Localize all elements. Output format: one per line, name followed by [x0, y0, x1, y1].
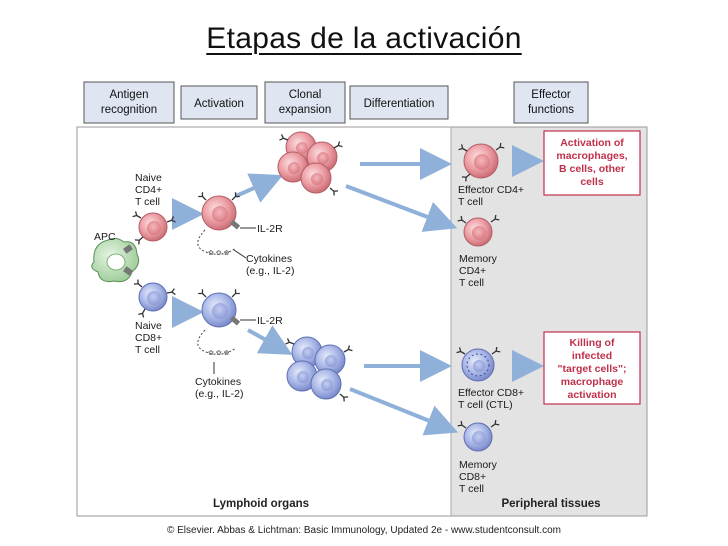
naive-cd4-label: CD4+: [135, 184, 162, 196]
memory-cd8-label: T cell: [459, 483, 484, 495]
effector-function-line: Activation of: [560, 137, 624, 149]
stage-header-effector-functions: Effector functions: [513, 81, 589, 124]
effector-function-line: Killing of: [570, 337, 615, 349]
il2r-top-label: IL-2R: [257, 223, 283, 235]
effector-function-line: activation: [567, 389, 616, 401]
effector-function-box-cd8: Killing of infected "target cells"; macr…: [543, 331, 641, 405]
naive-cd8-t-cell: Naive CD8+ T cell: [133, 278, 177, 356]
memory-cd8-label: CD8+: [459, 471, 486, 483]
naive-cd4-label: T cell: [135, 196, 160, 208]
arrow-activation-to-cd4-expansion: [235, 173, 283, 203]
memory-cd8-t-cell: Memory CD8+ T cell: [457, 419, 500, 495]
memory-cd4-label: Memory: [459, 253, 498, 265]
activated-cd4-t-cell: IL-2R ✿ ✿ ✿ Cytokines (e.g., IL-2): [197, 191, 294, 277]
effector-cd8-label: T cell (CTL): [458, 399, 513, 411]
cytokines-top-label: Cytokines: [246, 253, 292, 265]
lymphoid-organs-label: Lymphoid organs: [213, 498, 309, 510]
stage-header-activation: Activation: [180, 85, 258, 120]
stage-label-line: Clonal: [289, 89, 322, 101]
arrow-cd4-to-memory: [345, 184, 458, 232]
stage-header-antigen-recognition: Antigen recognition: [83, 81, 175, 124]
effector-function-box-cd4: Activation of macrophages, B cells, othe…: [543, 130, 641, 196]
il2r-bottom-label: IL-2R: [257, 315, 283, 327]
cytokines-bottom-label: Cytokines: [195, 376, 241, 388]
effector-function-line: macrophage: [561, 376, 624, 388]
cytokines-bottom-label: (e.g., IL-2): [195, 388, 243, 400]
svg-text:✿ ✿ ✿: ✿ ✿ ✿: [208, 250, 230, 257]
effector-function-line: macrophages,: [556, 150, 627, 162]
memory-cd4-label: CD4+: [459, 265, 486, 277]
stage-label-line: Activation: [194, 98, 244, 110]
copyright-credit: © Elsevier. Abbas & Lichtman: Basic Immu…: [167, 525, 561, 536]
activated-cd8-t-cell: IL-2R ✿ ✿ ✿ Cytokines (e.g., IL-2): [195, 288, 283, 400]
effector-cd8-label: Effector CD8+: [458, 387, 524, 399]
memory-cd4-label: T cell: [459, 277, 484, 289]
effector-cd8-t-cell: Effector CD8+ T cell (CTL): [455, 346, 524, 411]
effector-function-line: cells: [580, 176, 604, 188]
effector-cd4-label: T cell: [458, 196, 483, 208]
stage-header-differentiation: Differentiation: [349, 85, 449, 120]
stage-label-line: Differentiation: [364, 98, 435, 110]
naive-cd4-t-cell: Naive CD4+ T cell: [131, 172, 177, 246]
effector-cd4-label: Effector CD4+: [458, 184, 524, 196]
stage-label-line: Effector: [531, 89, 571, 101]
stage-label-line: functions: [528, 104, 574, 116]
naive-cd4-label: Naive: [135, 172, 162, 184]
memory-cd8-label: Memory: [459, 459, 498, 471]
effector-function-line: "target cells";: [558, 363, 627, 375]
peripheral-tissues-label: Peripheral tissues: [501, 498, 600, 510]
effector-cd4-t-cell: Effector CD4+ T cell: [457, 142, 524, 208]
naive-cd8-label: CD8+: [135, 332, 162, 344]
stage-label-line: recognition: [101, 104, 157, 116]
svg-text:✿ ✿ ✿: ✿ ✿ ✿: [208, 350, 230, 357]
slide-title: Etapas de la activación: [206, 22, 522, 55]
apc-cell: APC: [91, 231, 140, 283]
cytokines-top-label: (e.g., IL-2): [246, 265, 294, 277]
stage-label-line: expansion: [279, 104, 331, 116]
naive-cd8-label: T cell: [135, 344, 160, 356]
effector-function-line: infected: [572, 350, 612, 362]
cd8-clonal-expansion-cluster: [284, 336, 354, 403]
effector-function-line: B cells, other: [559, 163, 625, 175]
cd4-clonal-expansion-cluster: [277, 131, 344, 197]
arrow-cd8-to-memory: [349, 387, 459, 436]
stage-header-clonal-expansion: Clonal expansion: [264, 81, 346, 124]
stage-label-line: Antigen: [109, 89, 148, 101]
arrow-activation-to-cd8-expansion: [247, 325, 293, 355]
apc-label: APC: [94, 231, 116, 243]
flow-arrows: [172, 145, 544, 436]
memory-cd4-t-cell: Memory CD4+ T cell: [457, 214, 500, 289]
naive-cd8-label: Naive: [135, 320, 162, 332]
